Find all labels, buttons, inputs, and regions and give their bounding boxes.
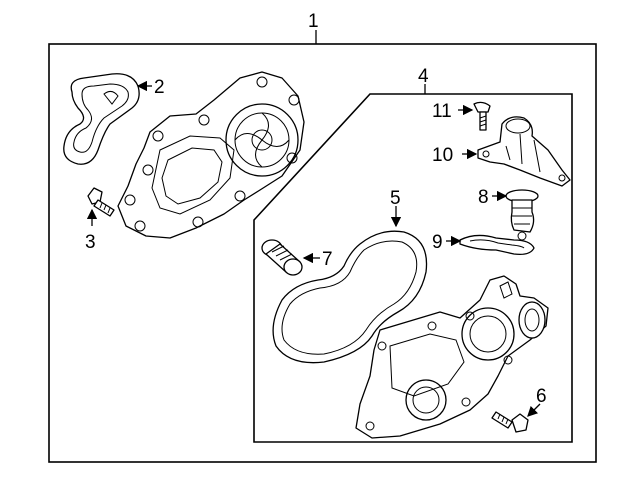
thermostat-cover bbox=[477, 116, 571, 187]
callout-11: 11 bbox=[432, 101, 452, 122]
thermostat-housing bbox=[355, 275, 549, 439]
bolt-11 bbox=[473, 101, 491, 131]
callout-4: 4 bbox=[418, 66, 429, 87]
callout-8: 8 bbox=[478, 187, 489, 208]
leader-6 bbox=[527, 403, 541, 417]
callout-1: 1 bbox=[308, 11, 319, 32]
bolt-6 bbox=[491, 411, 529, 433]
assembly-frame bbox=[48, 43, 597, 463]
seal-ring bbox=[459, 234, 535, 256]
thermostat bbox=[505, 189, 539, 241]
callout-3: 3 bbox=[85, 232, 96, 253]
callout-10: 10 bbox=[432, 145, 453, 166]
thermostat-housing-frame bbox=[253, 93, 573, 443]
callout-5: 5 bbox=[390, 188, 401, 209]
plug bbox=[261, 239, 303, 276]
callout-7: 7 bbox=[322, 249, 333, 270]
callout-2: 2 bbox=[154, 77, 165, 98]
callout-6: 6 bbox=[536, 386, 547, 407]
water-pump bbox=[117, 71, 305, 239]
housing-gasket bbox=[272, 230, 428, 364]
callout-9: 9 bbox=[432, 232, 443, 253]
bolt-3 bbox=[87, 187, 115, 217]
water-pump-gasket bbox=[63, 73, 140, 165]
